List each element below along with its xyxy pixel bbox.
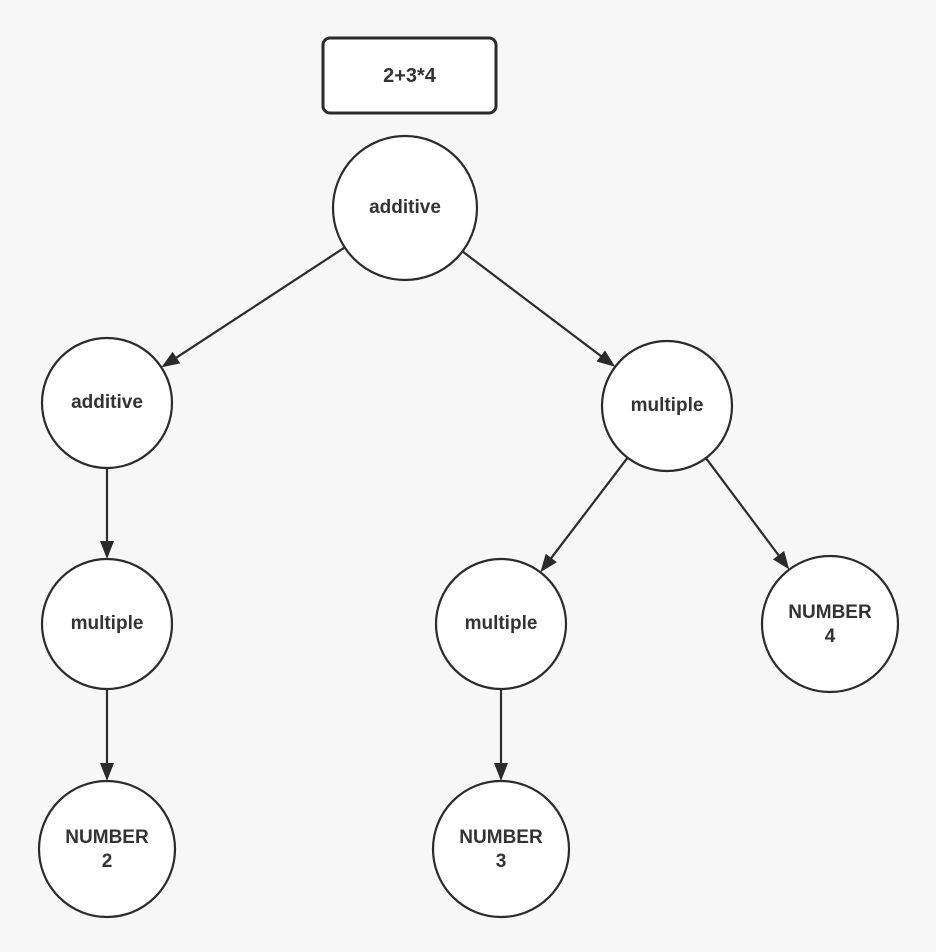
arrow-head-icon: [100, 763, 114, 781]
node-circle[interactable]: [40, 557, 174, 691]
node-circle[interactable]: [331, 134, 479, 282]
node-circle[interactable]: [760, 554, 900, 694]
input-expression-box-layer: 2+3*4: [321, 36, 498, 115]
node-circle[interactable]: [434, 557, 568, 691]
node-circle[interactable]: [600, 339, 734, 473]
tree-node-mid-multiple[interactable]: multiple: [434, 557, 568, 691]
node-circle[interactable]: [40, 336, 174, 470]
tree-node-left-multiple[interactable]: multiple: [40, 557, 174, 691]
arrow-head-icon: [100, 541, 114, 559]
edge-line: [705, 457, 781, 558]
edge-root-to-left-additive: [161, 246, 346, 368]
node-circle[interactable]: [431, 779, 571, 919]
edge-right-multiple-to-mid-multiple: [540, 457, 629, 573]
arrow-head-icon: [161, 351, 181, 368]
input-expression-box[interactable]: 2+3*4: [321, 36, 498, 115]
edge-mid-multiple-to-number-3: [494, 689, 508, 781]
input-expression-box-rect[interactable]: [321, 36, 498, 115]
arrow-head-icon: [596, 350, 616, 367]
edge-left-additive-to-left-multiple: [100, 468, 114, 559]
edge-root-to-right-multiple: [461, 250, 616, 367]
tree-node-left-additive[interactable]: additive: [40, 336, 174, 470]
edge-right-multiple-to-number-4: [705, 457, 790, 570]
edge-line: [461, 250, 604, 359]
edges-layer: [100, 246, 790, 781]
arrow-head-icon: [494, 763, 508, 781]
edge-left-multiple-to-number-2: [100, 689, 114, 781]
tree-node-right-multiple[interactable]: multiple: [600, 339, 734, 473]
edge-line: [174, 246, 346, 360]
arrow-head-icon: [772, 550, 790, 570]
edge-line: [549, 457, 629, 561]
tree-node-root-additive[interactable]: additive: [331, 134, 479, 282]
arrow-head-icon: [540, 553, 557, 573]
node-circle[interactable]: [37, 779, 177, 919]
